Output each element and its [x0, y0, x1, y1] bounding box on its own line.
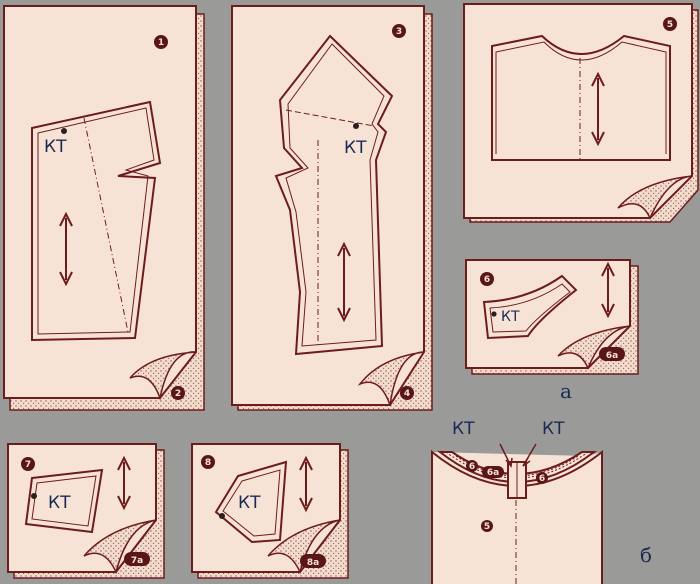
panel-number-5	[663, 17, 677, 31]
svg-text:7: 7	[25, 460, 31, 470]
svg-text:6а: 6а	[606, 351, 618, 361]
collar-8-seam	[222, 469, 281, 537]
group-label-b: б	[640, 543, 652, 567]
svg-text:6: 6	[484, 275, 490, 285]
panel-front-piece: КТ 1 2	[3, 5, 205, 411]
panel-number-2	[171, 386, 185, 400]
kt-label: КТ	[48, 493, 71, 513]
collar-6-outline	[482, 274, 578, 340]
svg-text:5: 5	[484, 522, 490, 532]
collar-7-seam	[31, 475, 97, 527]
grain-arrow-heads	[591, 71, 605, 147]
back-piece-seam	[495, 41, 667, 154]
sheet-curl	[267, 519, 341, 575]
sleeve-outline	[274, 34, 394, 356]
sheet-curl	[557, 325, 631, 370]
band-number-6-left	[466, 460, 478, 472]
svg-text:6а: 6а	[487, 468, 499, 478]
panel-assembled-neckline: КТ КТ 6 6а 6 5 б	[431, 419, 652, 584]
sheet-curl	[129, 351, 197, 401]
kt-label-left: КТ	[452, 419, 475, 439]
sheet-curl	[617, 175, 693, 220]
sheet-curl	[83, 519, 157, 575]
kt-dot	[491, 311, 497, 317]
panel-number-7a	[124, 552, 150, 566]
back-piece-outline	[491, 34, 671, 161]
svg-text:6: 6	[539, 474, 545, 484]
svg-text:2: 2	[175, 389, 181, 399]
svg-text:6: 6	[469, 462, 475, 472]
panel-back-piece: 5	[463, 3, 699, 223]
sheet-front	[231, 5, 425, 406]
sleeve-dash-line	[285, 109, 375, 127]
sheet-curl	[357, 351, 425, 406]
panel-number-8	[201, 455, 215, 469]
sheet-front	[463, 3, 693, 219]
kt-label: КТ	[501, 309, 520, 325]
svg-text:8а: 8а	[307, 558, 319, 568]
svg-text:7а: 7а	[131, 556, 143, 566]
pointer-arrow-heads	[505, 457, 531, 468]
panel-collar-8: КТ 8 8а	[191, 443, 349, 579]
kt-label: КТ	[238, 493, 261, 513]
panel-number-6	[480, 272, 494, 286]
collar-7-outline	[24, 468, 104, 534]
band-number-6-right	[536, 472, 548, 484]
kt-dot	[219, 513, 225, 519]
sleeve-seam	[285, 43, 385, 347]
grain-arrow-heads	[337, 241, 351, 323]
kt-dot	[61, 128, 67, 134]
band-number-6a	[482, 466, 504, 478]
grain-dash	[83, 117, 129, 333]
kt-dot	[353, 123, 359, 129]
collar-6-seam	[489, 283, 571, 333]
panel-number-6a	[599, 347, 625, 361]
panel-number-3	[392, 24, 406, 38]
svg-text:8: 8	[205, 458, 211, 468]
svg-text:3: 3	[396, 27, 402, 37]
kt-dot	[31, 493, 37, 499]
group-label-a: а	[560, 379, 572, 403]
panel-collar-7: КТ 7 7а	[7, 443, 165, 579]
grain-arrow-heads	[299, 455, 313, 513]
grain-arrow-heads	[117, 455, 131, 511]
grain-arrow-heads	[59, 211, 73, 287]
front-piece-outline	[31, 100, 162, 342]
panel-number-8a	[300, 554, 326, 568]
kt-label: КТ	[44, 137, 67, 157]
panel-number-4	[400, 386, 414, 400]
kt-label: КТ	[344, 138, 367, 158]
panel-collar-6: КТ 6 6а а	[465, 259, 639, 403]
kt-label-right: КТ	[542, 419, 565, 439]
panel-sleeve-piece: КТ 3 4	[231, 5, 433, 411]
svg-text:5: 5	[667, 20, 673, 30]
grain-arrow-heads	[601, 261, 615, 319]
panel-number-7	[21, 457, 35, 471]
sheet-front	[3, 5, 197, 399]
band-number-5	[481, 520, 493, 532]
front-piece-seam	[37, 107, 155, 335]
svg-text:4: 4	[404, 389, 410, 399]
panel-number-1	[154, 35, 168, 49]
svg-text:1: 1	[158, 38, 164, 48]
collar-8-outline	[214, 460, 288, 544]
